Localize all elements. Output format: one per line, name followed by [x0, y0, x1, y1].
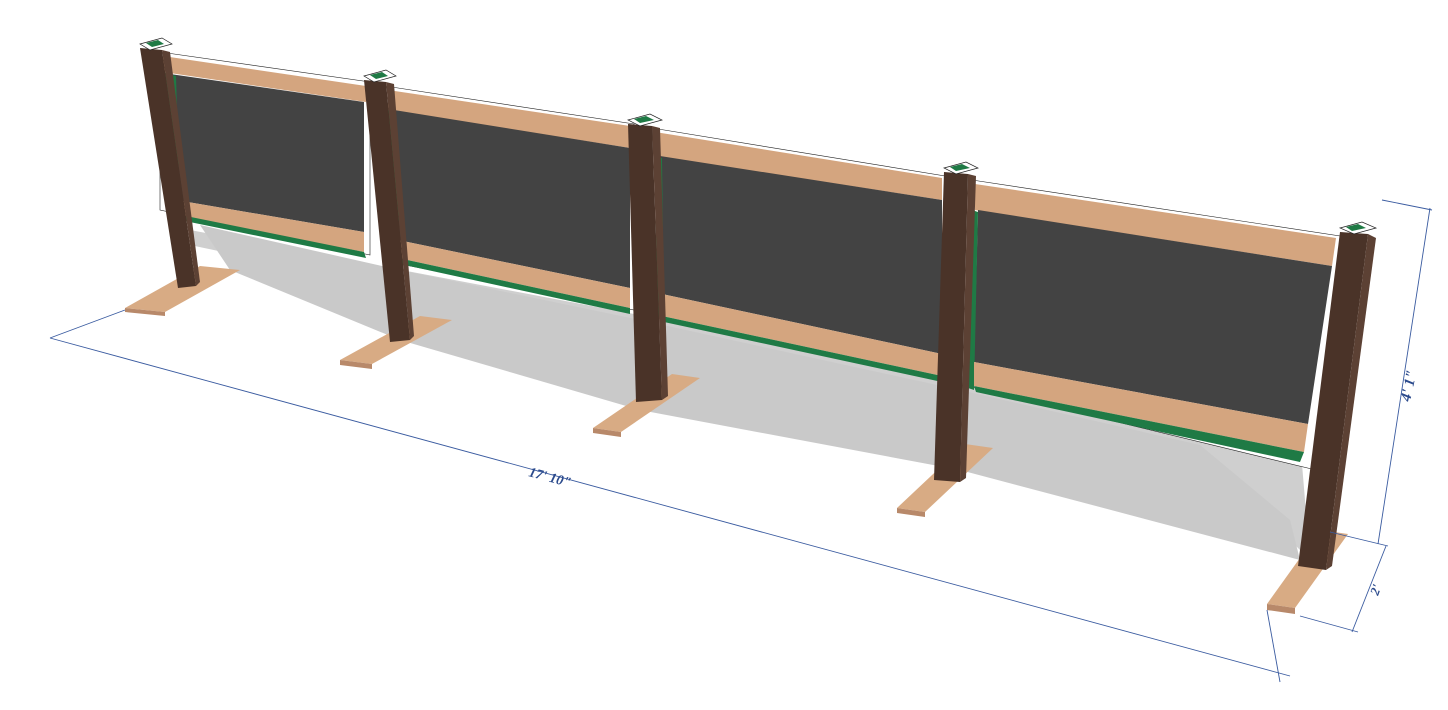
post-5	[1298, 221, 1378, 570]
foot-1	[125, 266, 240, 316]
foot-3	[593, 374, 700, 437]
dimension-base	[1299, 545, 1387, 633]
length-label: 17' 10"	[527, 465, 573, 491]
post-1	[139, 37, 200, 288]
post-4	[934, 161, 979, 482]
ground-shadow-main	[200, 225, 1300, 560]
post-2	[363, 69, 414, 342]
panel-3	[651, 127, 946, 383]
dimension-length	[49, 309, 1291, 683]
panel-4	[967, 179, 1341, 471]
post-3	[627, 113, 668, 402]
height-label: 4' 1"	[1398, 369, 1420, 404]
panel-2	[384, 85, 635, 314]
dimension-height	[1329, 199, 1433, 547]
base-label: 2'	[1366, 582, 1384, 598]
